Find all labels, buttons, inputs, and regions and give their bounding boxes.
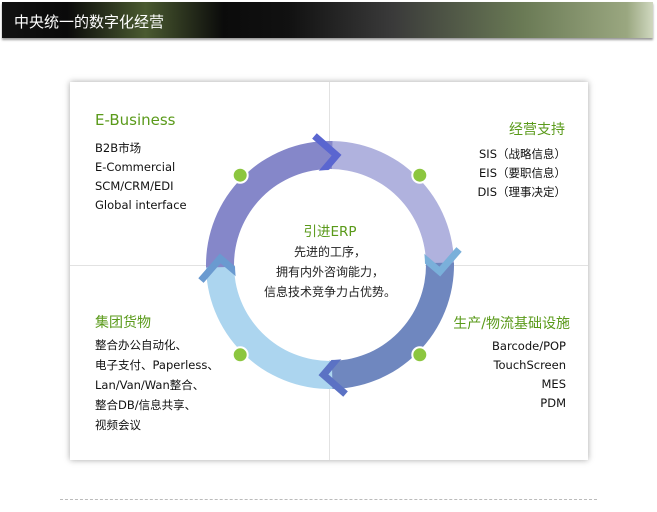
center-circle <box>235 170 425 360</box>
list-item: MES <box>541 377 567 391</box>
segment-bottom-right <box>327 262 454 389</box>
management-support-title: 经营支持 <box>509 122 565 138</box>
footer-divider <box>60 499 597 500</box>
green-dot-icon <box>231 166 249 184</box>
green-dot-icon <box>411 166 429 184</box>
list-item: EIS（要职信息） <box>479 166 566 180</box>
list-item: 电子支付、Paperless、 <box>95 358 219 372</box>
list-item: SCM/CRM/EDI <box>95 179 174 193</box>
center-text: 引进ERP 先进的工序， 拥有内外咨询能力， 信息技术竞争力占优势。 <box>260 222 400 302</box>
list-item: PDM <box>540 396 566 410</box>
green-dot-icon <box>411 346 429 364</box>
ebusiness-title: E-Business <box>95 111 176 129</box>
list-item: Barcode/POP <box>492 339 566 353</box>
group-goods-list: 整合办公自动化、 电子支付、Paperless、 Lan/Van/Wan整合、 … <box>95 335 219 435</box>
list-item: Global interface <box>95 198 187 212</box>
cycle-ring <box>198 133 462 397</box>
center-title: 引进ERP <box>303 224 357 240</box>
center-line: 先进的工序， <box>293 245 366 259</box>
center-line: 拥有内外咨询能力， <box>275 265 384 279</box>
list-item: 整合办公自动化、 <box>95 338 187 352</box>
segment-bottom-left <box>206 262 333 389</box>
green-dot-icon <box>231 346 249 364</box>
production-title: 生产/物流基础设施 <box>453 316 570 332</box>
list-item: TouchScreen <box>493 358 566 372</box>
arrow-chevron-icon <box>318 352 348 397</box>
segment-top-right <box>327 141 454 268</box>
arrow-chevron-icon <box>417 247 462 277</box>
list-item: 整合DB/信息共享、 <box>95 398 197 412</box>
list-item: 视频会议 <box>95 418 141 432</box>
ebusiness-list: B2B市场 E-Commercial SCM/CRM/EDI Global in… <box>95 139 187 215</box>
header-banner: 中央统一的数字化经营 <box>2 2 653 38</box>
list-item: DIS（理事决定） <box>477 185 566 199</box>
page-title: 中央统一的数字化经营 <box>14 13 165 31</box>
list-item: B2B市场 <box>95 141 142 155</box>
group-goods-title: 集团货物 <box>95 315 151 331</box>
list-item: Lan/Van/Wan整合、 <box>95 378 205 392</box>
list-item: E-Commercial <box>95 160 176 174</box>
erp-diagram-card: 引进ERP 先进的工序， 拥有内外咨询能力， 信息技术竞争力占优势。 E-Bus… <box>70 82 588 460</box>
production-list: Barcode/POP TouchScreen MES PDM <box>492 337 566 413</box>
arrow-chevron-icon <box>198 253 243 283</box>
list-item: SIS（战略信息） <box>479 147 566 161</box>
segment-top-left <box>206 141 333 268</box>
arrow-chevron-icon <box>312 133 342 178</box>
management-support-list: SIS（战略信息） EIS（要职信息） DIS（理事决定） <box>477 145 566 202</box>
center-line: 信息技术竞争力占优势。 <box>263 285 396 299</box>
